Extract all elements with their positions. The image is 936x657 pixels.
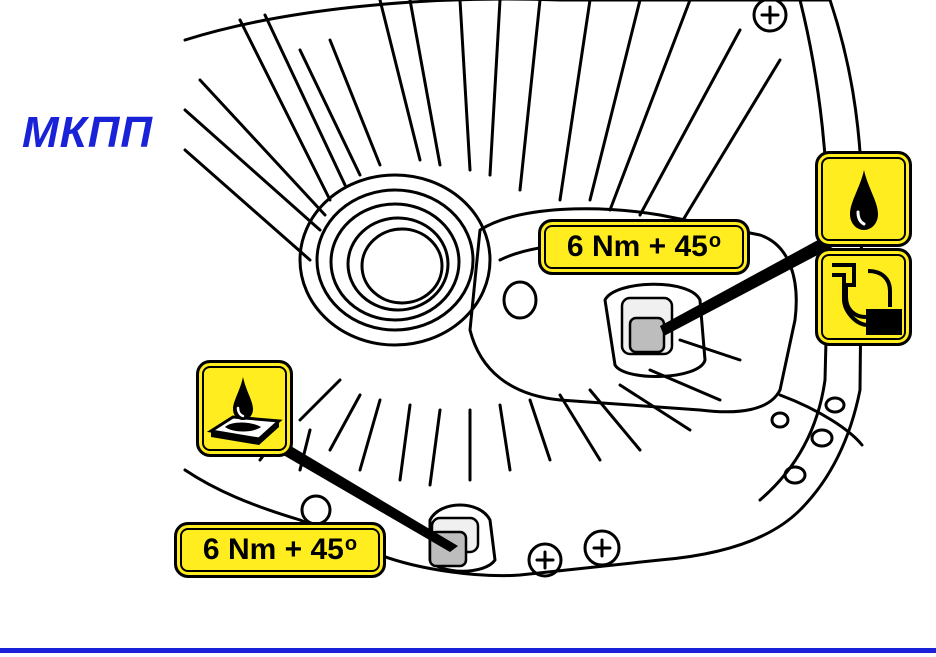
oil-drop-icon <box>815 151 912 247</box>
boss-plate <box>468 207 798 414</box>
bearing-outer <box>298 173 492 347</box>
torque-value-upper: 6 Nm + 45 <box>566 230 708 263</box>
bottom-divider <box>0 648 936 653</box>
rib <box>238 18 332 202</box>
leader-lines <box>254 228 846 552</box>
degree-mark-lower: o <box>344 532 358 555</box>
top-bolt <box>752 0 788 33</box>
upper-plug-boss <box>603 282 707 378</box>
sealant-icon <box>196 360 293 457</box>
seal-icon <box>815 248 912 346</box>
page-title: МКПП <box>22 108 153 157</box>
housing-outline <box>183 0 864 578</box>
torque-value-lower: 6 Nm + 45 <box>202 533 344 566</box>
degree-mark-upper: o <box>708 229 722 252</box>
lower-bolt <box>527 542 563 578</box>
